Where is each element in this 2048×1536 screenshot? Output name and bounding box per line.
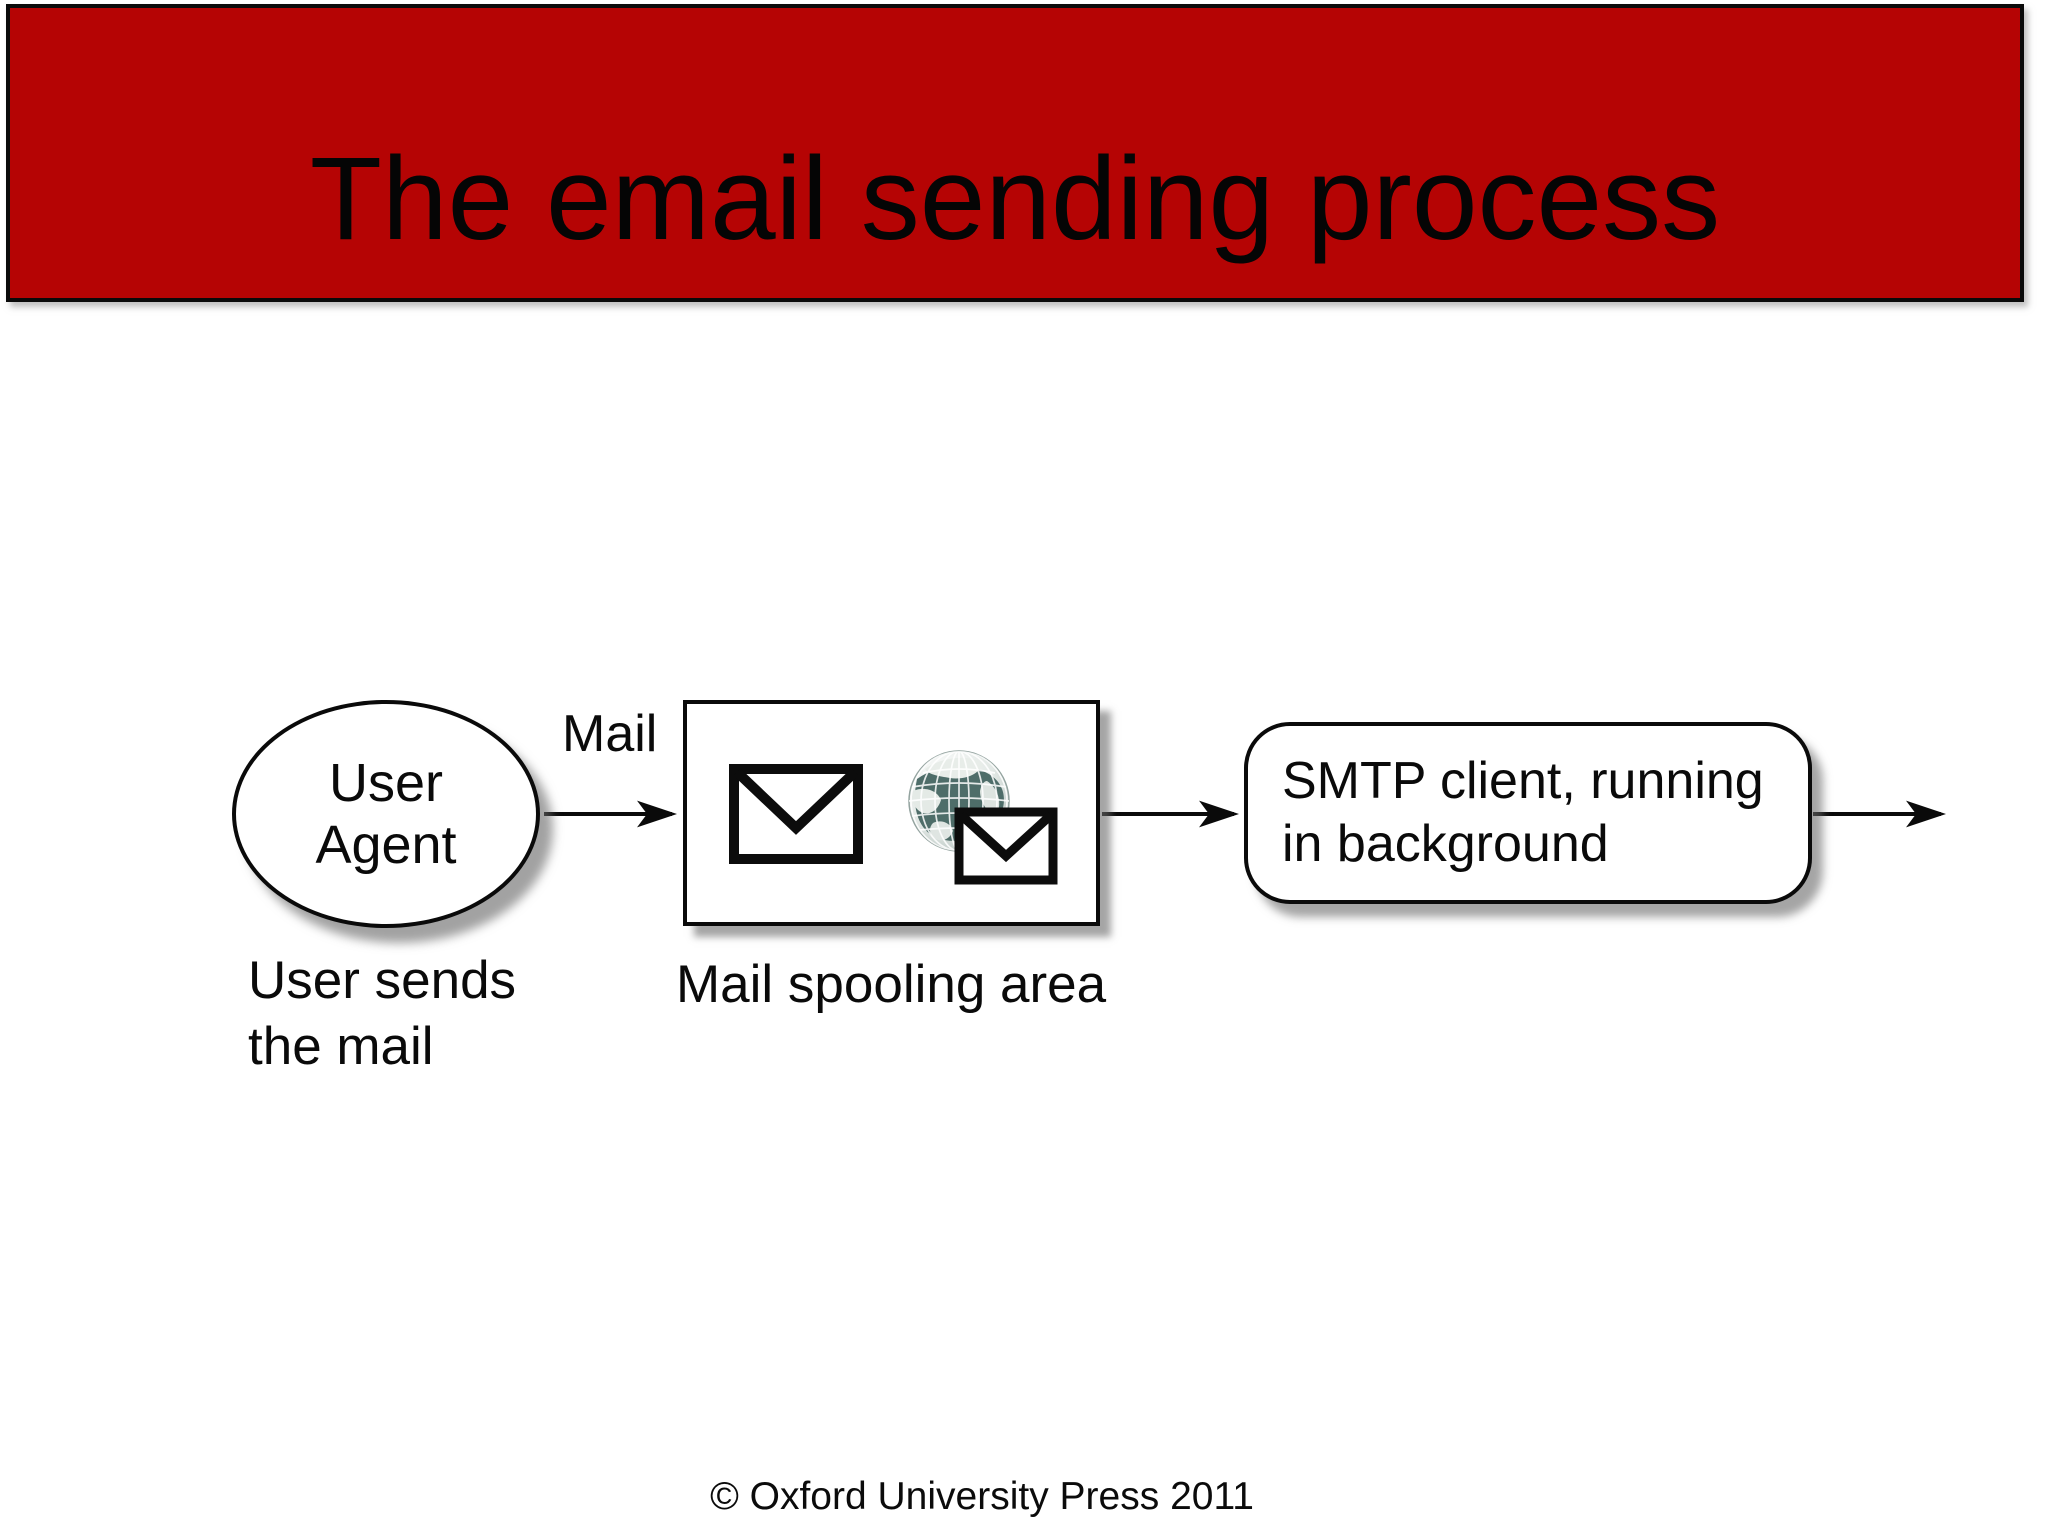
title-banner: The email sending process	[6, 4, 2024, 302]
smtp-client-node: SMTP client, running in background	[1244, 722, 1812, 904]
slide-title: The email sending process	[309, 133, 1721, 265]
mail-arrow-label: Mail	[562, 705, 658, 763]
copyright-footer: © Oxford University Press 2011	[710, 1475, 1254, 1518]
envelope-icon	[729, 764, 863, 864]
smtp-client-label: SMTP client, running in background	[1282, 752, 1764, 873]
envelope-icon	[954, 807, 1058, 885]
spooling-area-caption: Mail spooling area	[676, 955, 1107, 1014]
user-agent-label: User Agent	[315, 753, 457, 875]
user-agent-node: User Agent	[232, 700, 540, 928]
user-agent-caption: User sends the mail	[248, 951, 517, 1076]
